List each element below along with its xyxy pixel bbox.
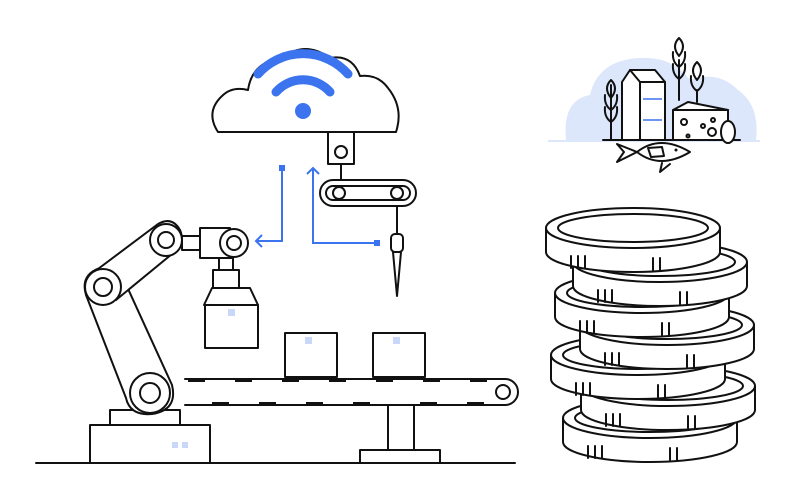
signal-connectors bbox=[254, 165, 380, 248]
cloud-wifi-icon bbox=[211, 48, 400, 133]
milk-carton bbox=[621, 69, 666, 141]
egg bbox=[720, 120, 736, 144]
coin bbox=[545, 207, 721, 273]
conveyor-belt-icon bbox=[184, 332, 519, 464]
robot-arm-icon bbox=[83, 220, 259, 464]
wheat-icon bbox=[603, 37, 705, 141]
ceiling-robot-arm-icon bbox=[319, 131, 417, 297]
coin-stack-icon bbox=[545, 207, 756, 463]
food-group-icon bbox=[548, 37, 760, 173]
